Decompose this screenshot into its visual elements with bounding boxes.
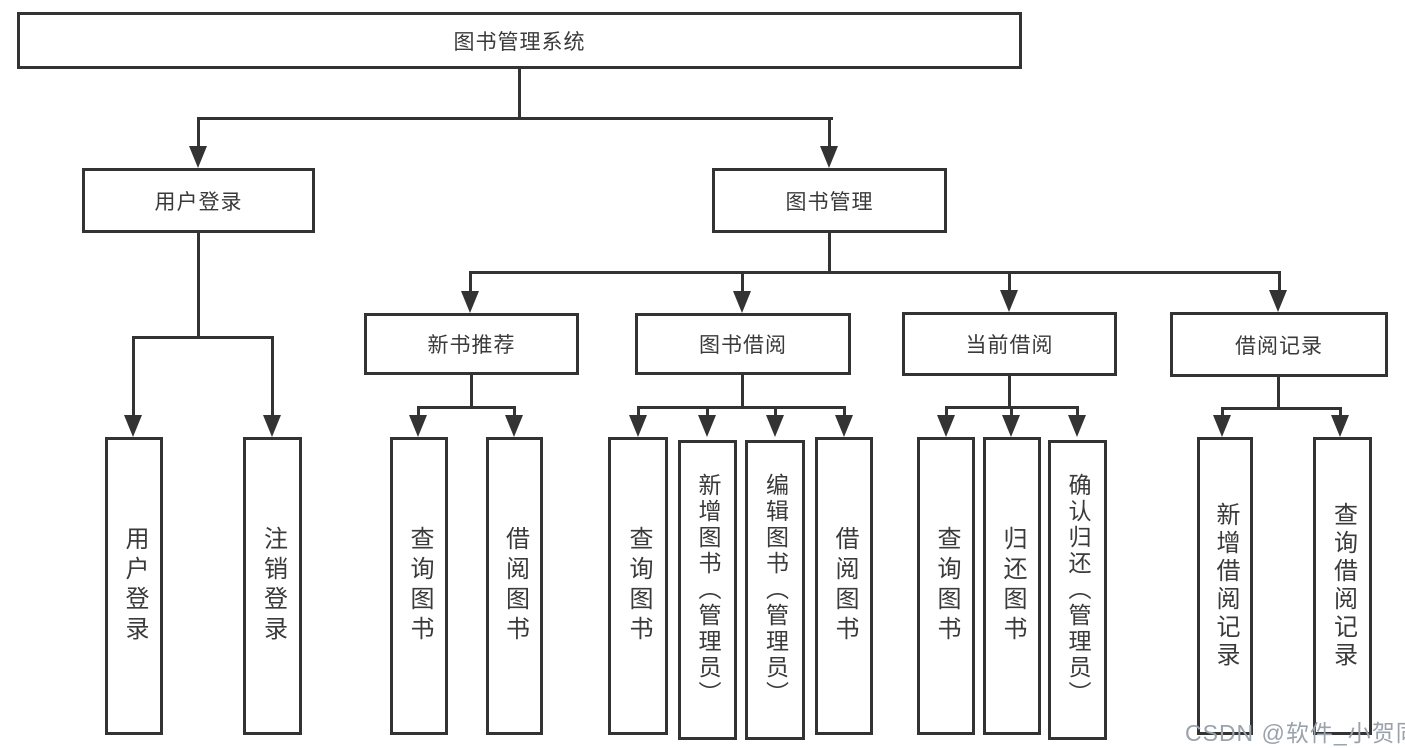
leaf-user-login-label: 用户登录 (121, 526, 148, 646)
leaf-add-borrow-record-label: 新增借阅记录 (1212, 502, 1239, 670)
leaf-borrow-books-2: 借阅图书 (815, 437, 873, 735)
arrow-down-icon (733, 291, 751, 313)
connector-line (197, 117, 833, 120)
leaf-edit-books-admin: 编辑图书（管理员） (745, 440, 805, 740)
leaf-query-books-1: 查询图书 (390, 437, 448, 735)
connector-line (132, 336, 274, 339)
connector-line (706, 406, 709, 418)
arrow-down-icon (937, 415, 955, 437)
connector-line (197, 117, 200, 147)
leaf-query-books-2-label: 查询图书 (625, 526, 652, 646)
connector-line (469, 271, 472, 293)
node-user-login-label: 用户登录 (154, 190, 243, 214)
leaf-query-books-3: 查询图书 (917, 437, 975, 735)
arrow-down-icon (461, 291, 479, 313)
leaf-borrow-books-1: 借阅图书 (486, 437, 543, 735)
node-book-management-label: 图书管理 (785, 190, 874, 214)
connector-line (843, 406, 846, 418)
leaf-borrow-books-2-label: 借阅图书 (831, 526, 858, 646)
leaf-add-books-admin-label: 新增图书（管理员） (695, 473, 721, 707)
node-library-management-system-label: 图书管理系统 (453, 30, 586, 54)
connector-line (1221, 407, 1224, 418)
leaf-query-books-2: 查询图书 (608, 437, 668, 735)
connector-line (741, 375, 744, 408)
arrow-down-icon (505, 415, 523, 437)
arrow-down-icon (263, 415, 281, 437)
connector-line (132, 336, 135, 416)
arrow-down-icon (1331, 415, 1349, 437)
connector-line (469, 271, 1281, 274)
connector-line (271, 336, 274, 416)
leaf-user-login: 用户登录 (105, 437, 163, 735)
arrow-down-icon (1000, 290, 1018, 312)
leaf-borrow-books-1-label: 借阅图书 (501, 526, 529, 646)
arrow-down-icon (1068, 415, 1086, 437)
node-current-borrowing: 当前借阅 (902, 312, 1117, 376)
arrow-down-icon (835, 415, 853, 437)
leaf-return-books: 归还图书 (983, 437, 1041, 735)
connector-line (1278, 271, 1281, 293)
connector-line (828, 233, 831, 274)
leaf-query-borrow-record: 查询借阅记录 (1313, 437, 1372, 735)
connector-line (518, 69, 521, 119)
leaf-query-books-1-label: 查询图书 (406, 526, 433, 646)
arrow-down-icon (409, 415, 427, 437)
connector-line (417, 406, 516, 409)
connector-line (1277, 377, 1280, 409)
connector-line (637, 406, 640, 418)
connector-line (828, 117, 831, 147)
arrow-down-icon (766, 415, 784, 437)
node-new-book-recommend-label: 新书推荐 (427, 334, 516, 357)
connector-line (774, 406, 777, 418)
arrow-down-icon (629, 415, 647, 437)
node-current-borrowing-label: 当前借阅 (965, 334, 1054, 357)
arrow-down-icon (124, 415, 142, 437)
node-book-management: 图书管理 (712, 168, 947, 233)
node-new-book-recommend: 新书推荐 (364, 313, 579, 375)
arrow-down-icon (1213, 415, 1231, 437)
node-user-login: 用户登录 (82, 168, 315, 233)
leaf-query-borrow-record-label: 查询借阅记录 (1329, 502, 1357, 670)
connector-line (197, 233, 200, 338)
connector-line (1076, 406, 1079, 418)
leaf-logout: 注销登录 (243, 437, 302, 735)
node-library-management-system: 图书管理系统 (17, 12, 1022, 69)
arrow-down-icon (1269, 290, 1287, 312)
connector-line (513, 406, 516, 418)
connector-line (1008, 271, 1011, 293)
connector-line (1339, 407, 1342, 418)
connector-line (1221, 407, 1342, 410)
leaf-edit-books-admin-label: 编辑图书（管理员） (762, 473, 789, 707)
leaf-confirm-return-admin-label: 确认归还（管理员） (1065, 473, 1091, 707)
arrow-down-icon (1002, 415, 1020, 437)
arrow-down-icon (698, 415, 716, 437)
leaf-add-books-admin: 新增图书（管理员） (678, 440, 737, 740)
connector-line (741, 271, 744, 293)
node-borrowing-records-label: 借阅记录 (1235, 334, 1323, 358)
leaf-confirm-return-admin: 确认归还（管理员） (1048, 440, 1107, 740)
leaf-logout-label: 注销登录 (259, 526, 287, 646)
arrow-down-icon (189, 146, 207, 168)
watermark-text: CSDN @软件_小贺同学 (1185, 720, 1405, 746)
arrow-down-icon (820, 146, 838, 168)
node-book-borrowing-label: 图书借阅 (699, 334, 787, 357)
leaf-return-books-label: 归还图书 (999, 526, 1026, 646)
leaf-query-books-3-label: 查询图书 (933, 526, 960, 646)
connector-line (417, 406, 420, 418)
connector-line (470, 375, 473, 408)
leaf-add-borrow-record: 新增借阅记录 (1197, 437, 1253, 735)
connector-line (1008, 376, 1011, 408)
connector-line (1010, 406, 1013, 418)
node-borrowing-records: 借阅记录 (1170, 312, 1388, 377)
connector-line (637, 406, 846, 409)
node-book-borrowing: 图书借阅 (635, 313, 851, 375)
connector-line (945, 406, 948, 418)
